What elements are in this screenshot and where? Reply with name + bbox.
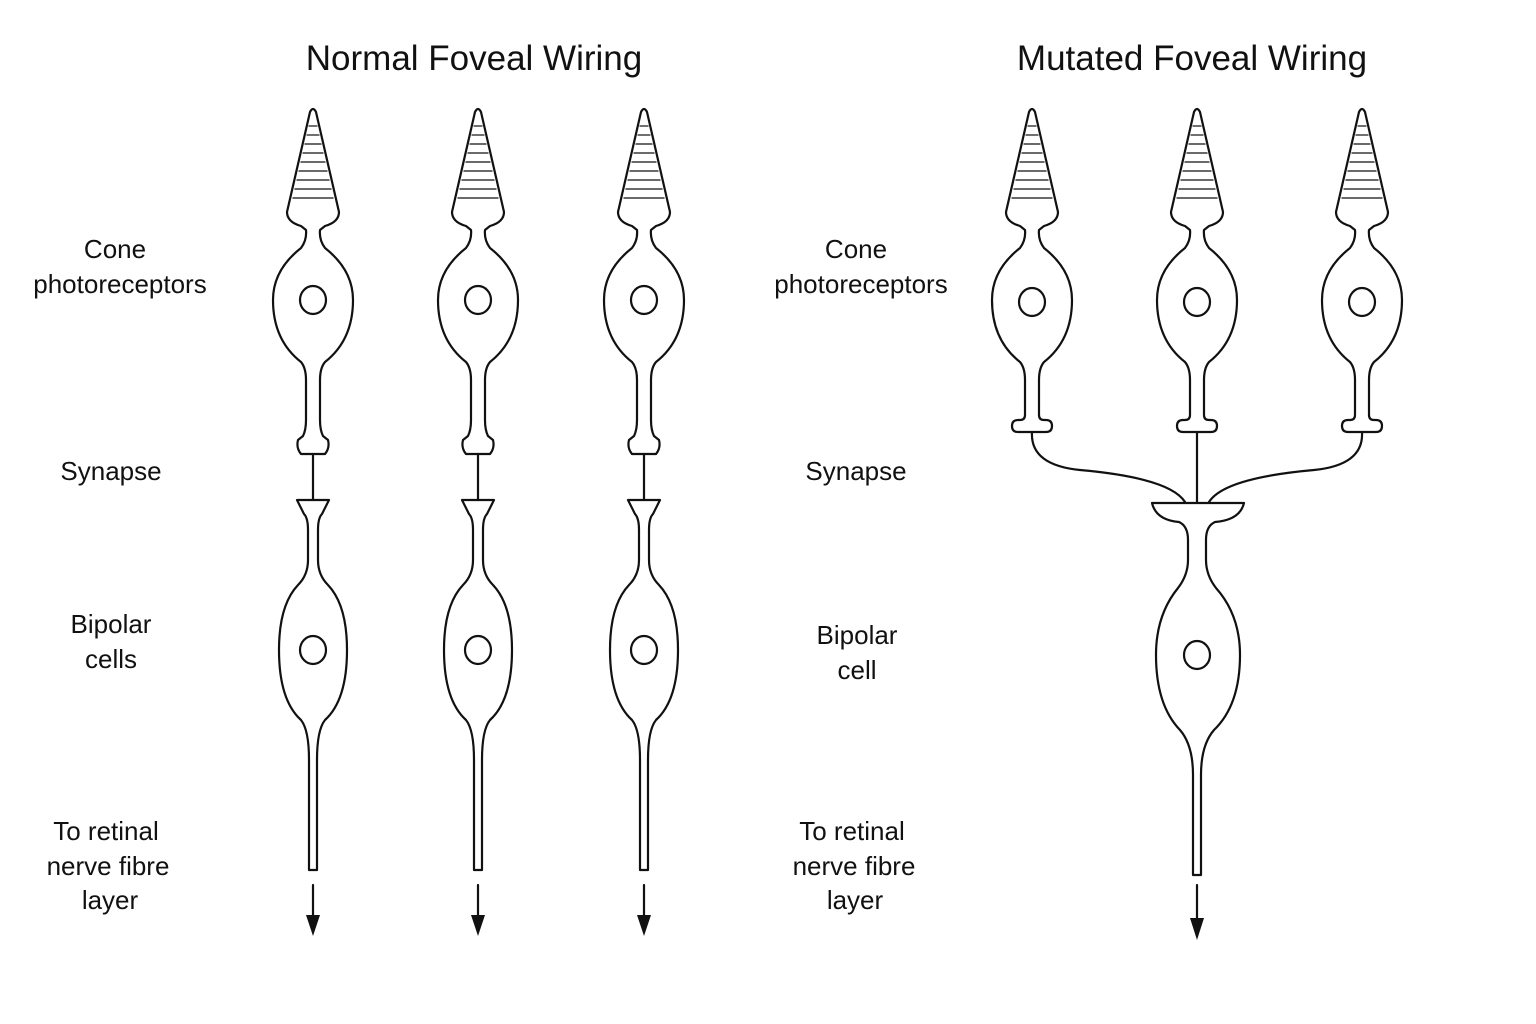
normal-title: Normal Foveal Wiring [306, 39, 642, 78]
normal-label-bipolar: Bipolar cells [71, 609, 152, 674]
converging-synapse-connections [1030, 430, 1364, 504]
cone-nucleus [629, 284, 659, 316]
cone-nucleus [1017, 286, 1047, 318]
mutated-label-output: To retinal nerve fibre layer [793, 816, 916, 915]
svg-text:layer: layer [827, 885, 884, 915]
arrow-down-icon [306, 883, 320, 936]
bipolar-nucleus [1182, 639, 1212, 671]
mutated-bipolar-cell [1150, 501, 1246, 877]
svg-text:To retinal: To retinal [53, 816, 159, 846]
cone-nucleus [1347, 286, 1377, 318]
svg-text:nerve fibre: nerve fibre [793, 851, 916, 881]
svg-text:Bipolar: Bipolar [71, 609, 152, 639]
bipolar-nucleus [298, 634, 328, 666]
mutated-label-synapse: Synapse [805, 456, 906, 486]
arrow-down-icon [1190, 883, 1204, 940]
svg-text:layer: layer [82, 885, 139, 915]
normal-label-synapse: Synapse [60, 456, 161, 486]
arrow-down-icon [471, 883, 485, 936]
cone-photoreceptor [436, 107, 520, 456]
svg-text:nerve fibre: nerve fibre [47, 851, 170, 881]
mutated-label-bipolar: Bipolar cell [817, 620, 898, 685]
normal-chain-1 [271, 107, 355, 936]
bipolar-nucleus [463, 634, 493, 666]
svg-text:photoreceptors: photoreceptors [774, 269, 947, 299]
svg-text:Cone: Cone [84, 234, 146, 264]
normal-chain-2 [436, 107, 520, 936]
svg-text:Synapse: Synapse [60, 456, 161, 486]
normal-label-output: To retinal nerve fibre layer [47, 816, 170, 915]
svg-text:Cone: Cone [825, 234, 887, 264]
svg-text:To retinal: To retinal [799, 816, 905, 846]
mutated-cone-3 [1320, 107, 1404, 434]
mutated-cone-1 [990, 107, 1074, 434]
normal-chain-3 [602, 107, 686, 936]
mutated-label-cones: Cone photoreceptors [774, 234, 947, 299]
mutated-cone-2 [1155, 107, 1239, 434]
cone-nucleus [298, 284, 328, 316]
normal-label-cones: Cone photoreceptors [33, 234, 206, 299]
mutated-title: Mutated Foveal Wiring [1017, 39, 1367, 78]
bipolar-cell [277, 498, 349, 872]
cone-photoreceptor [271, 107, 355, 456]
svg-text:Synapse: Synapse [805, 456, 906, 486]
arrow-down-icon [637, 883, 651, 936]
bipolar-cell [608, 498, 680, 872]
cone-nucleus [463, 284, 493, 316]
svg-text:Bipolar: Bipolar [817, 620, 898, 650]
cone-nucleus [1182, 286, 1212, 318]
bipolar-cell [442, 498, 514, 872]
cone-photoreceptor [602, 107, 686, 456]
svg-text:cell: cell [837, 655, 876, 685]
svg-text:cells: cells [85, 644, 137, 674]
svg-text:photoreceptors: photoreceptors [33, 269, 206, 299]
bipolar-nucleus [629, 634, 659, 666]
